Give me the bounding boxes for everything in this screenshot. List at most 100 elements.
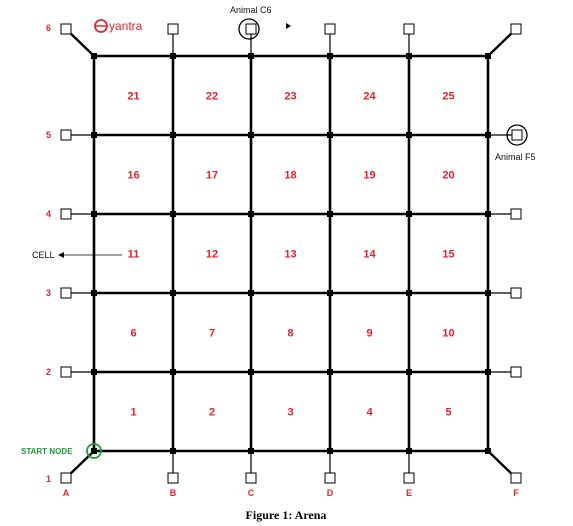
left-edge-node bbox=[60, 366, 72, 378]
cell-number: 25 bbox=[442, 91, 454, 103]
cell-number: 5 bbox=[445, 407, 451, 419]
row-label-5: 5 bbox=[46, 130, 51, 140]
row-label-4: 4 bbox=[46, 209, 51, 219]
grid-node bbox=[327, 369, 333, 375]
grid-lines bbox=[92, 54, 490, 453]
cell-number: 17 bbox=[206, 170, 218, 182]
cell-number: 15 bbox=[442, 249, 454, 261]
grid-node bbox=[91, 211, 97, 217]
grid-node bbox=[170, 211, 176, 217]
grid-node bbox=[327, 132, 333, 138]
grid-node bbox=[91, 369, 97, 375]
left-edge-node bbox=[60, 129, 72, 141]
column-label-C: C bbox=[248, 488, 255, 498]
grid-node bbox=[248, 369, 254, 375]
bottom-edge-node bbox=[245, 472, 257, 484]
grid-node bbox=[406, 132, 412, 138]
e-logo-icon bbox=[94, 19, 108, 33]
cell-label: CELL bbox=[32, 250, 55, 260]
cell-number: 24 bbox=[363, 91, 376, 103]
grid-node bbox=[406, 53, 412, 59]
bottom-edge-node bbox=[324, 472, 336, 484]
animal-f5-circle bbox=[506, 124, 528, 146]
cell-number: 16 bbox=[127, 170, 139, 182]
edge-nodes bbox=[60, 23, 523, 484]
column-label-A: A bbox=[63, 488, 70, 498]
animal-f5-label: Animal F5 bbox=[495, 152, 536, 162]
grid-node bbox=[248, 290, 254, 296]
column-label-B: B bbox=[170, 488, 177, 498]
eyantra-logo: yantra bbox=[94, 19, 143, 33]
corner-top-left-node bbox=[60, 23, 72, 35]
cell-number: 3 bbox=[287, 407, 293, 419]
top-edge-node bbox=[245, 23, 257, 35]
right-edge-node bbox=[510, 287, 522, 299]
cell-number: 23 bbox=[284, 91, 296, 103]
grid-node bbox=[248, 132, 254, 138]
grid-node bbox=[170, 53, 176, 59]
grid-node bbox=[406, 448, 412, 454]
bottom-edge-node bbox=[167, 472, 179, 484]
cell-annotation: CELL bbox=[32, 250, 122, 260]
grid-node bbox=[248, 448, 254, 454]
grid-node bbox=[406, 369, 412, 375]
cell-number: 20 bbox=[442, 170, 454, 182]
cell-number: 18 bbox=[284, 170, 296, 182]
animal-c6-circle bbox=[238, 18, 260, 40]
grid-node bbox=[170, 290, 176, 296]
grid-node bbox=[327, 448, 333, 454]
cell-number: 14 bbox=[363, 249, 376, 261]
right-edge-node bbox=[511, 129, 523, 141]
grid-node bbox=[91, 448, 97, 454]
grid-node bbox=[485, 53, 491, 59]
cell-number: 9 bbox=[366, 328, 372, 340]
cell-number: 21 bbox=[127, 91, 139, 103]
column-label-F: F bbox=[513, 488, 519, 498]
row-label-3: 3 bbox=[46, 288, 51, 298]
grid-node bbox=[91, 132, 97, 138]
start-node-circle bbox=[86, 443, 102, 459]
cell-number: 10 bbox=[442, 328, 454, 340]
row-label-1: 1 bbox=[46, 474, 51, 484]
corner-bottom-right-node bbox=[510, 472, 522, 484]
animal-f5-marker: Animal F5 bbox=[495, 124, 536, 162]
animal-c6-marker: Animal C6 bbox=[230, 5, 291, 40]
row-label-6: 6 bbox=[46, 23, 51, 33]
cell-number: 7 bbox=[209, 328, 215, 340]
cell-number: 1 bbox=[130, 407, 136, 419]
cell-number: 11 bbox=[128, 249, 140, 261]
grid-node bbox=[248, 211, 254, 217]
start-node-label: START NODE bbox=[21, 447, 73, 456]
start-node: START NODE bbox=[21, 443, 102, 459]
grid-node bbox=[248, 53, 254, 59]
grid-node bbox=[170, 132, 176, 138]
grid-node bbox=[327, 211, 333, 217]
cell-number: 4 bbox=[366, 407, 373, 419]
cell-number: 12 bbox=[206, 249, 218, 261]
bottom-edge-node bbox=[403, 472, 415, 484]
right-edge-node bbox=[510, 208, 522, 220]
top-edge-node bbox=[403, 23, 415, 35]
grid-node bbox=[91, 290, 97, 296]
top-edge-node bbox=[167, 23, 179, 35]
cell-number: 6 bbox=[130, 328, 136, 340]
grid-node bbox=[91, 53, 97, 59]
cell-number: 2 bbox=[209, 407, 215, 419]
left-edge-node bbox=[60, 287, 72, 299]
top-edge-node bbox=[324, 23, 336, 35]
grid-node bbox=[485, 290, 491, 296]
cell-number: 13 bbox=[284, 249, 296, 261]
left-edge-node bbox=[60, 208, 72, 220]
grid-node bbox=[406, 290, 412, 296]
grid-node bbox=[485, 448, 491, 454]
corner-bottom-left-node bbox=[60, 472, 72, 484]
cursor-arrow-icon bbox=[286, 23, 291, 29]
row-label-2: 2 bbox=[46, 367, 51, 377]
row-labels: 1 2 3 4 5 6 bbox=[46, 23, 51, 484]
figure-caption: Figure 1: Arena bbox=[246, 508, 327, 522]
column-label-D: D bbox=[327, 488, 334, 498]
grid-node bbox=[485, 369, 491, 375]
